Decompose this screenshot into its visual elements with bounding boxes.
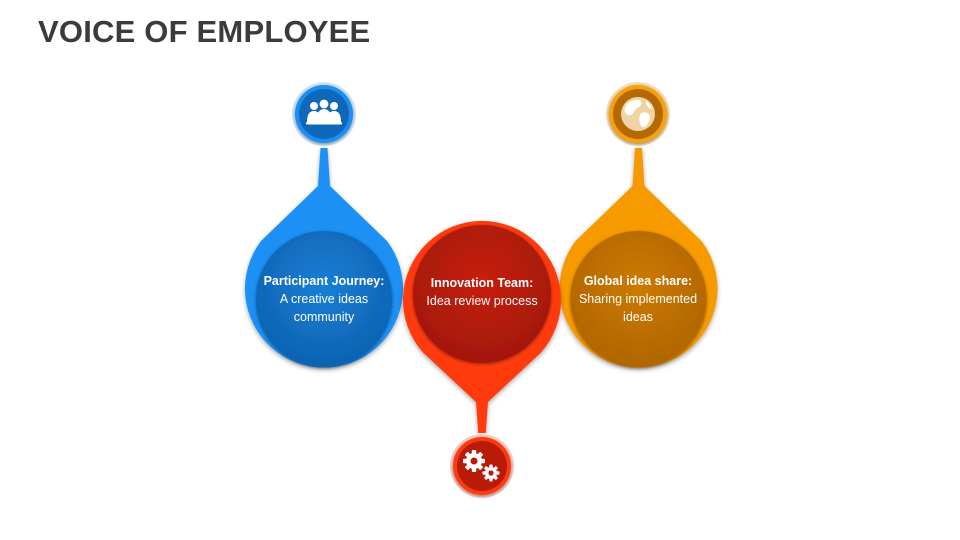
page-title: VOICE OF EMPLOYEE: [38, 14, 371, 49]
people-group-icon: [306, 99, 342, 125]
innovation-team-text: Idea review process: [426, 294, 538, 308]
participant-journey-pin: [245, 81, 404, 368]
global-idea-share-heading: Global idea share:: [583, 274, 693, 288]
innovation-team-heading: Innovation Team:: [430, 276, 534, 290]
participant-journey-heading: Participant Journey:: [263, 274, 385, 288]
innovation-team-pin: [403, 220, 562, 499]
innovation-team-label: Innovation Team: Idea review process: [416, 274, 548, 310]
participant-journey-text: A creative ideas community: [279, 292, 369, 324]
gears-icon: [463, 450, 500, 482]
global-idea-share-pin: [559, 81, 718, 368]
globe-icon: [621, 97, 655, 131]
global-idea-share-label: Global idea share: Sharing implemented i…: [572, 272, 704, 326]
global-idea-share-text: Sharing implemented ideas: [578, 292, 698, 324]
participant-journey-label: Participant Journey: A creative ideas co…: [258, 272, 390, 326]
